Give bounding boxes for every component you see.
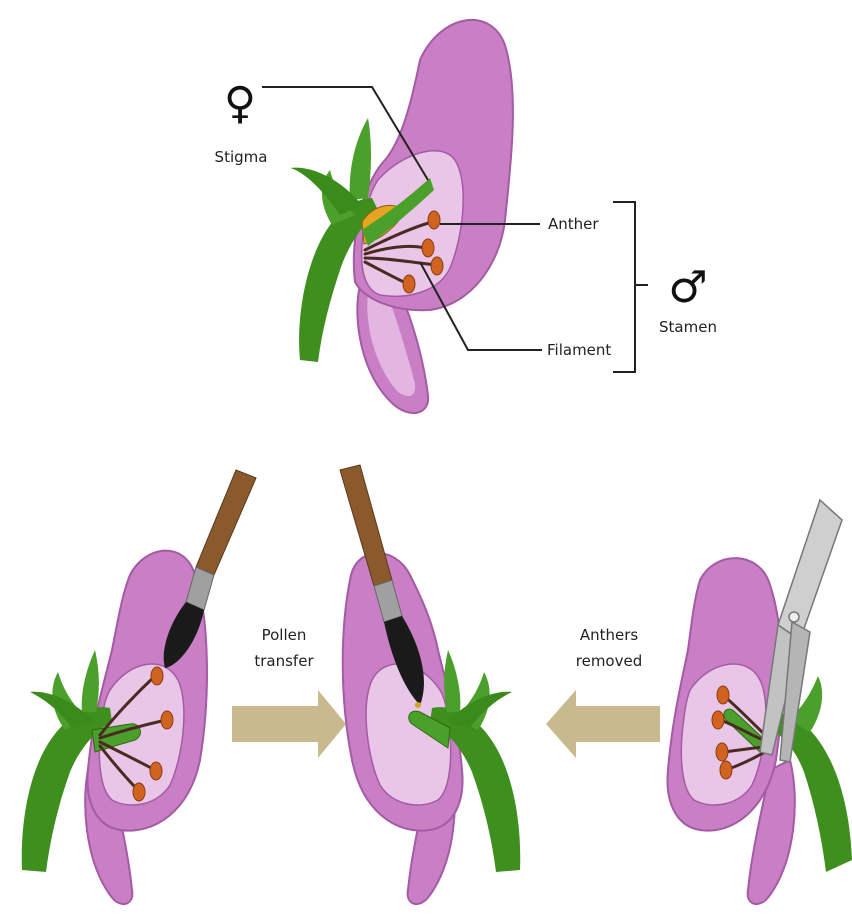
pollen-transfer-arrow	[232, 690, 346, 758]
stamen-label: Stamen	[659, 318, 717, 336]
bottom-middle-flower	[340, 465, 520, 904]
female-symbol: ♀	[224, 78, 256, 129]
anthers-removed-arrow	[546, 690, 660, 758]
top-flower	[290, 20, 513, 413]
anther-label: Anther	[548, 215, 599, 233]
top-sepal-2	[350, 118, 371, 200]
anthers-removed-label-line2: removed	[576, 652, 642, 670]
filament-label: Filament	[547, 341, 611, 359]
male-symbol: ♂	[668, 262, 707, 313]
stigma-label: Stigma	[215, 148, 268, 166]
anthers-removed-label-line1: Anthers	[580, 626, 639, 644]
stamen-bracket	[613, 202, 648, 372]
pollen-transfer-label-line2: transfer	[254, 652, 314, 670]
bottom-left-flower	[22, 470, 256, 904]
pollen-transfer-label-line1: Pollen	[262, 626, 307, 644]
bottom-right-flower	[667, 500, 852, 904]
